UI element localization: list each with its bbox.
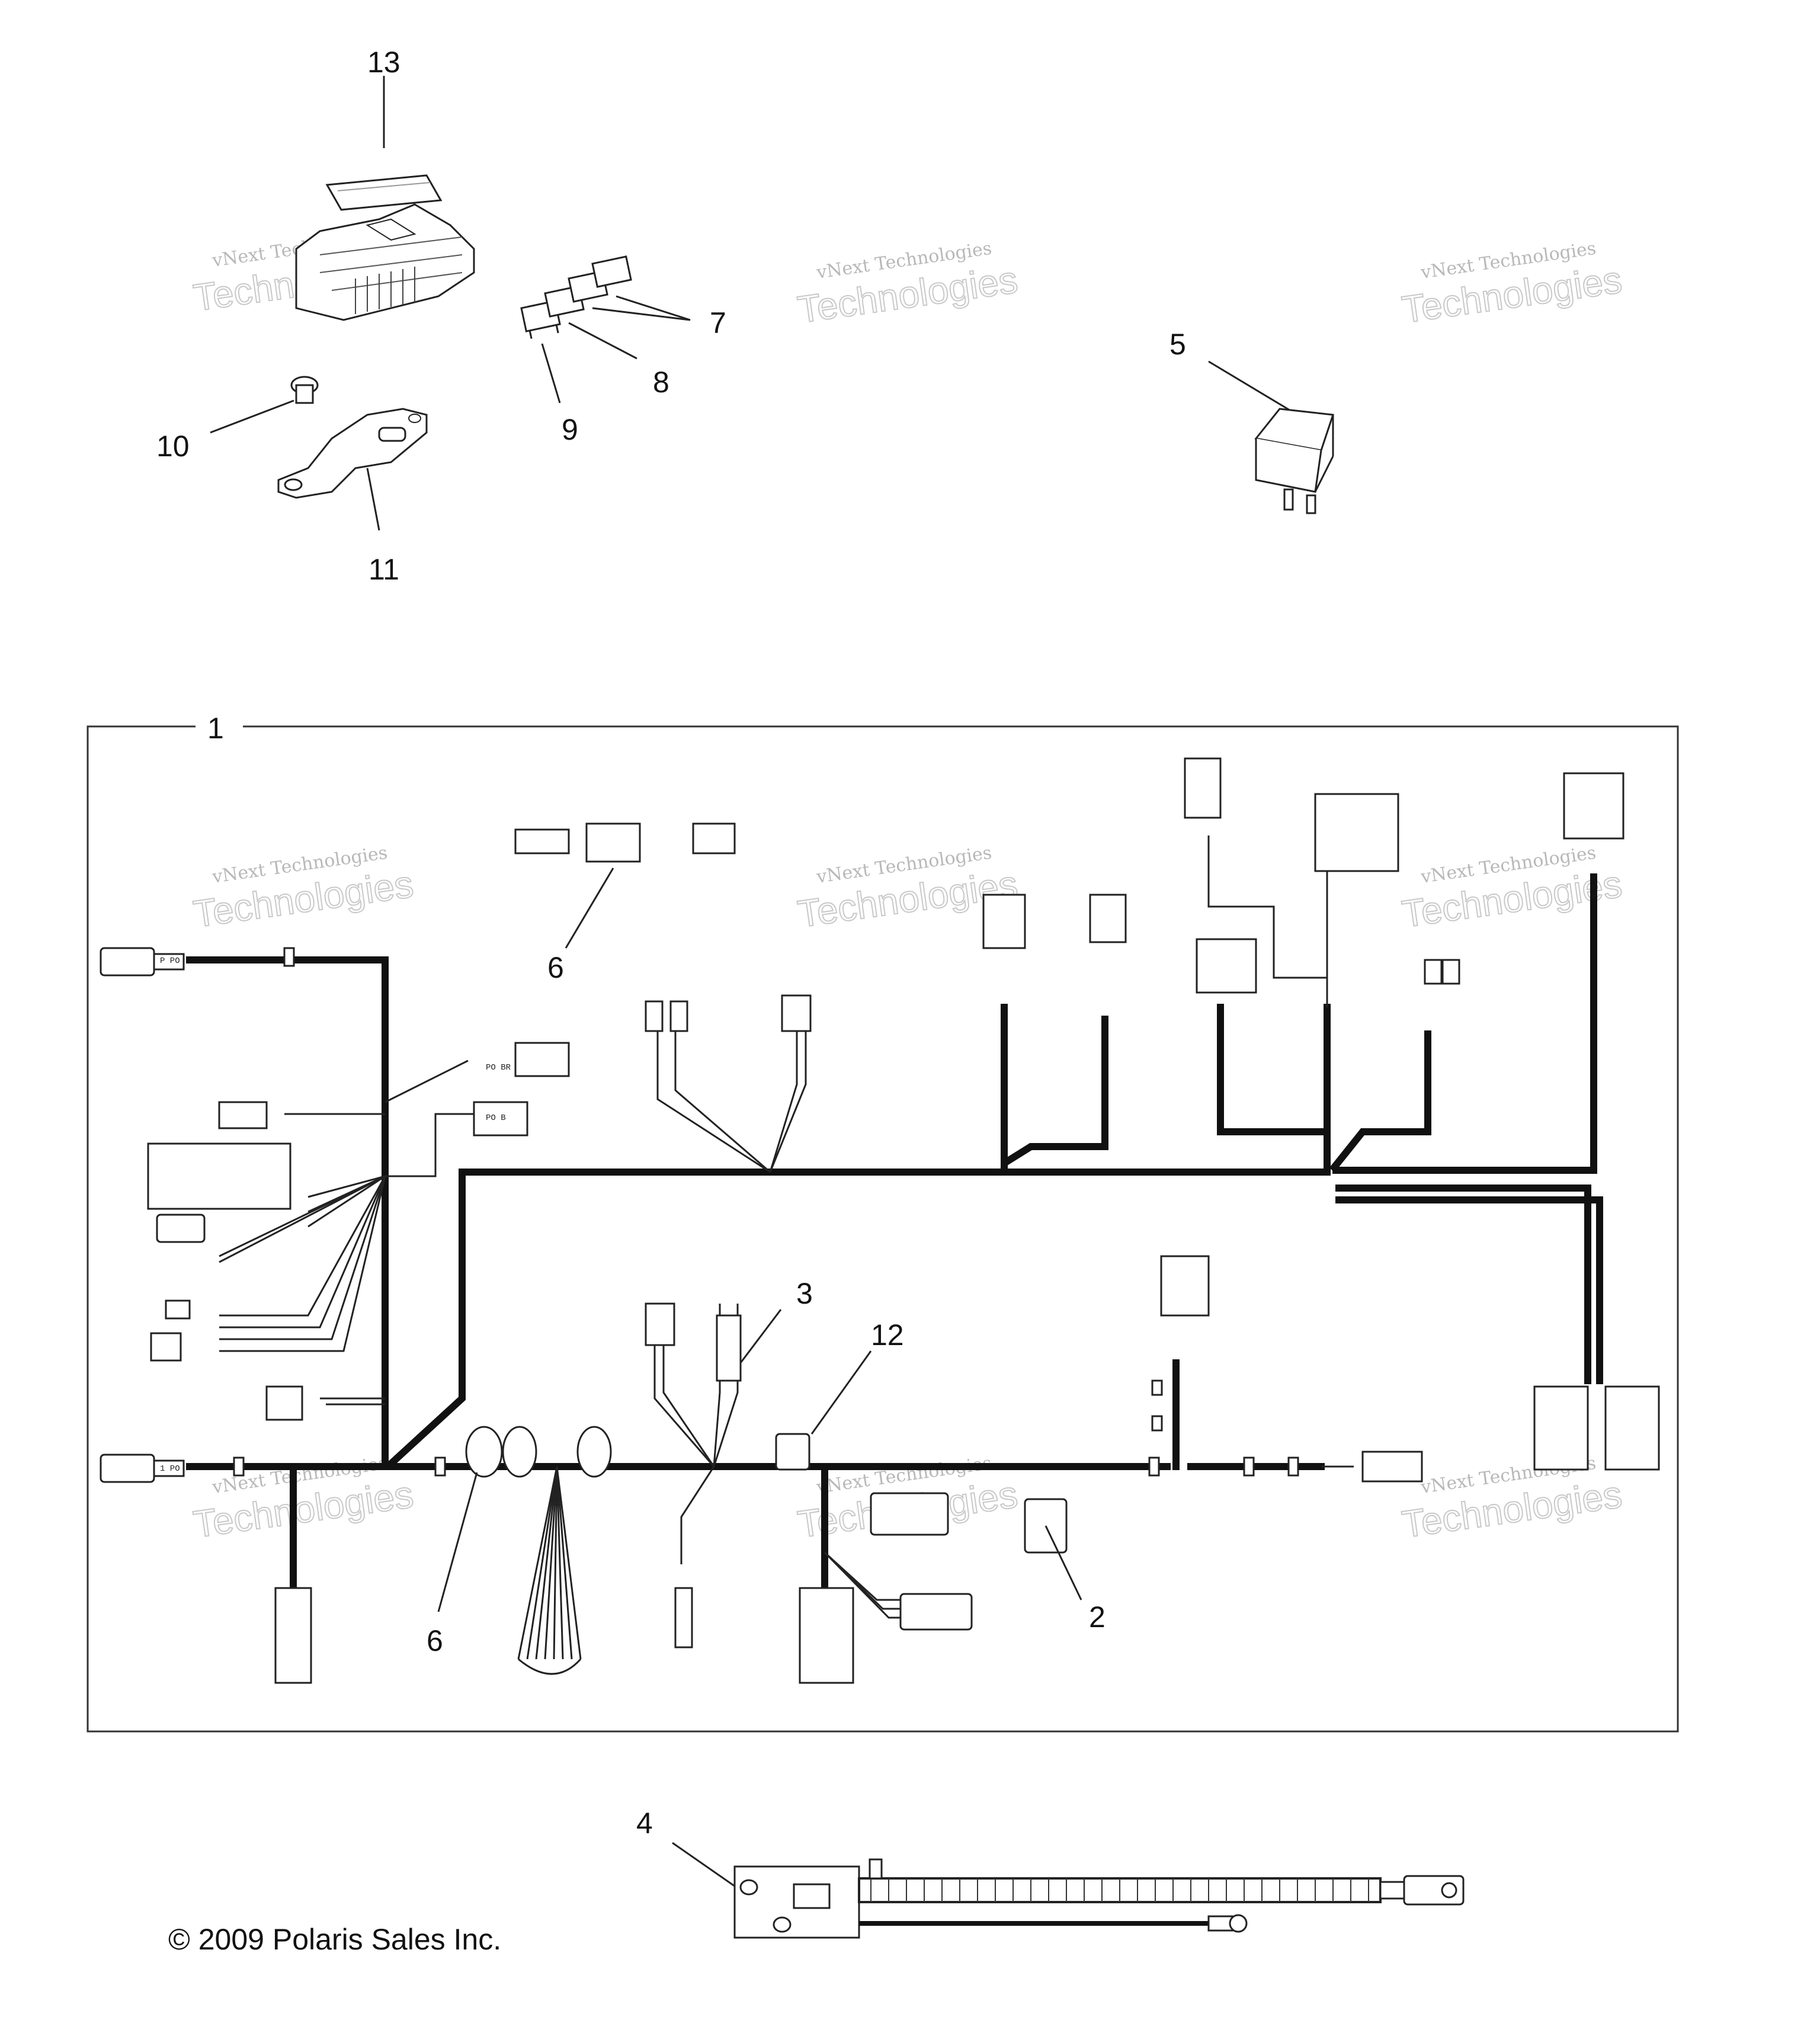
svg-text:1 PO: 1 PO [160,1464,180,1474]
callout-11: 11 [369,553,399,586]
leader-lines [437,867,1082,1612]
callout-6-bottom: 6 [427,1624,443,1657]
part-11-bracket [277,408,428,531]
callout-5: 5 [1169,328,1186,361]
svg-text:PO B: PO B [486,1113,506,1123]
svg-text:PO BR: PO BR [486,1063,511,1073]
watermark-3: vNext Technologies Technologies [1399,238,1625,332]
callout-10: 10 [156,430,190,463]
part-10-push-rivet [210,376,319,434]
callout-2: 2 [1089,1600,1106,1634]
watermark-2: vNext Technologies Technologies [794,238,1021,332]
callout-6-top: 6 [547,951,564,984]
watermark-4: vNext Technologies Technologies [190,843,416,936]
part-4-battery-cable [672,1842,1465,1939]
part-5-relay [1208,360,1335,514]
callout-3: 3 [796,1277,813,1310]
svg-text:P PO: P PO [160,956,180,966]
callout-12: 12 [871,1318,904,1352]
callout-9: 9 [562,413,578,446]
part-7-8-9-fuses [520,255,691,404]
callout-13: 13 [367,46,400,79]
callout-1: 1 [207,712,224,745]
fuse-box [295,203,475,321]
watermark-9: vNext Technologies Technologies [1399,1453,1625,1547]
part-13-label [325,76,443,211]
callout-4: 4 [636,1807,653,1840]
callout-8: 8 [653,366,669,399]
callout-7: 7 [710,306,726,340]
copyright-notice: © 2009 Polaris Sales Inc. [168,1923,501,1956]
callouts: 13 7 8 9 10 11 5 1 6 3 12 6 2 4 [156,46,1186,1840]
